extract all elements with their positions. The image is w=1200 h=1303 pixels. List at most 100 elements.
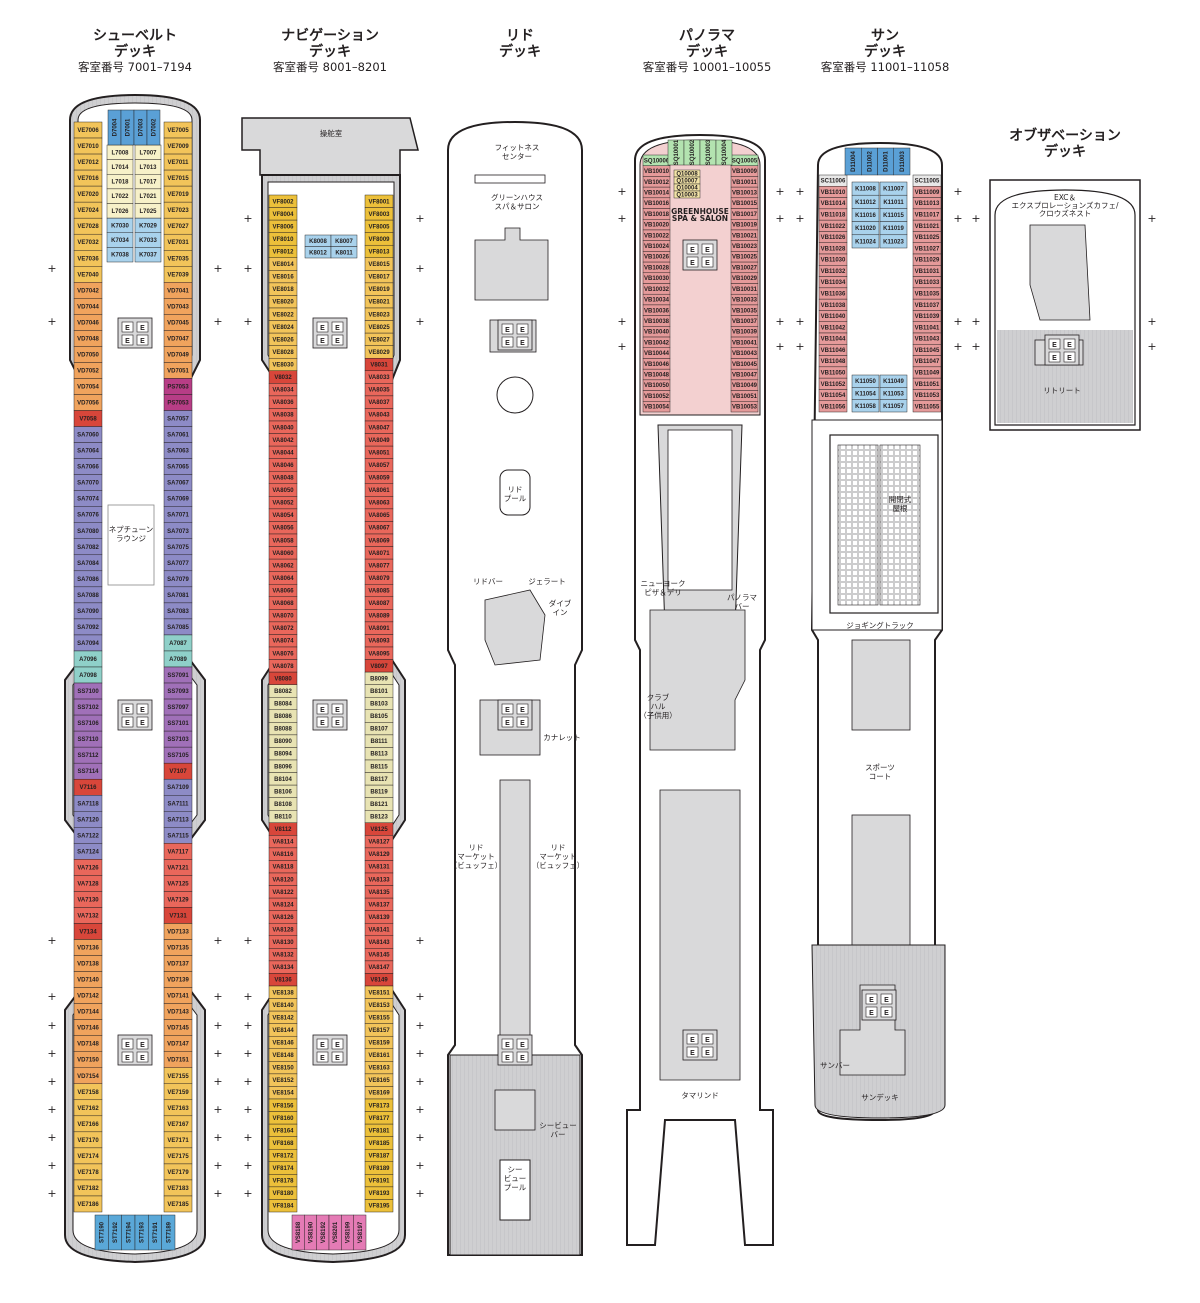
cabin-sa7111[interactable]: SA7111 [163,795,193,812]
cabin-va8126[interactable]: VA8126 [268,910,298,924]
cabin-st7191[interactable]: ST7191 [148,1214,162,1251]
cabin-ve8016[interactable]: VE8016 [268,270,298,284]
cabin-ve7031[interactable]: VE7031 [163,233,193,251]
cabin-sq10002[interactable]: SQ10002 [683,139,701,166]
cabin-ve7035[interactable]: VE7035 [163,250,193,267]
cabin-sa7124[interactable]: SA7124 [73,843,103,860]
cabin-va8062[interactable]: VA8062 [268,558,298,572]
cabin-st7193[interactable]: ST7193 [134,1214,149,1251]
cabin-ve7023[interactable]: VE7023 [163,201,193,219]
cabin-vb10037[interactable]: VB10037 [730,315,759,327]
cabin-b8082[interactable]: B8082 [268,684,298,698]
cabin-va8130[interactable]: VA8130 [268,935,298,949]
cabin-a7096[interactable]: A7096 [73,650,103,668]
cabin-vd7150[interactable]: VD7150 [73,1051,103,1068]
cabin-ve7009[interactable]: VE7009 [163,137,193,155]
cabin-l7014[interactable]: L7014 [106,159,134,175]
cabin-vf8001[interactable]: VF8001 [364,194,394,208]
cabin-v8112[interactable]: V8112 [268,822,298,836]
cabin-vb10040[interactable]: VB10040 [642,326,671,338]
cabin-ve8159[interactable]: VE8159 [364,1035,394,1050]
cabin-ve8138[interactable]: VE8138 [268,985,298,999]
cabin-v7134[interactable]: V7134 [73,923,103,940]
cabin-vd7151[interactable]: VD7151 [163,1051,193,1068]
cabin-sa7067[interactable]: SA7067 [163,474,193,491]
cabin-sa7086[interactable]: SA7086 [73,570,103,588]
cabin-b8088[interactable]: B8088 [268,722,298,736]
cabin-vf8174[interactable]: VF8174 [268,1161,298,1175]
cabin-vd7054[interactable]: VD7054 [73,378,103,395]
cabin-k11016[interactable]: K11016 [851,208,880,222]
cabin-vd7138[interactable]: VD7138 [73,955,103,972]
cabin-d7002[interactable]: D7002 [146,109,161,146]
cabin-va8074[interactable]: VA8074 [268,634,298,648]
cabin-vb11025[interactable]: VB11025 [912,231,942,243]
cabin-va8056[interactable]: VA8056 [268,521,298,535]
cabin-ve7005[interactable]: VE7005 [163,121,193,139]
cabin-b8110[interactable]: B8110 [268,809,298,824]
cabin-vd7052[interactable]: VD7052 [73,362,103,379]
cabin-va8043[interactable]: VA8043 [364,408,394,422]
cabin-vb10013[interactable]: VB10013 [730,186,759,199]
cabin-ve7006[interactable]: VE7006 [73,121,103,139]
cabin-sq10001[interactable]: SQ10001 [667,139,685,166]
cabin-ve8019[interactable]: VE8019 [364,282,394,296]
cabin-vf8181[interactable]: VF8181 [364,1123,394,1137]
cabin-d7001[interactable]: D7001 [120,109,135,146]
cabin-b8096[interactable]: B8096 [268,759,298,773]
cabin-vb10028[interactable]: VB10028 [642,261,671,274]
cabin-va8050[interactable]: VA8050 [268,483,298,497]
cabin-vd7142[interactable]: VD7142 [73,987,103,1004]
cabin-vd7147[interactable]: VD7147 [163,1035,193,1052]
cabin-va8143[interactable]: VA8143 [364,935,394,949]
cabin-ve7020[interactable]: VE7020 [73,185,103,203]
cabin-ss7097[interactable]: SS7097 [163,698,193,716]
cabin-va7128[interactable]: VA7128 [73,875,103,892]
cabin-vf8164[interactable]: VF8164 [268,1123,298,1137]
cabin-k7030[interactable]: K7030 [106,217,134,233]
cabin-va7132[interactable]: VA7132 [73,907,103,924]
cabin-ve7158[interactable]: VE7158 [73,1083,103,1101]
cabin-vb11037[interactable]: VB11037 [912,298,942,311]
cabin-k11008[interactable]: K11008 [851,181,880,196]
cabin-ve7185[interactable]: VE7185 [163,1195,193,1213]
cabin-ve7159[interactable]: VE7159 [163,1083,193,1101]
cabin-vs8199[interactable]: VS8199 [341,1214,354,1251]
cabin-vb11021[interactable]: VB11021 [912,219,942,232]
cabin-ss7110[interactable]: SS7110 [73,730,103,748]
cabin-ve8015[interactable]: VE8015 [364,257,394,271]
cabin-ve8151[interactable]: VE8151 [364,985,394,999]
cabin-vb10018[interactable]: VB10018 [642,208,671,220]
cabin-va8147[interactable]: VA8147 [364,960,394,974]
cabin-k7034[interactable]: K7034 [106,232,134,248]
cabin-ve8020[interactable]: VE8020 [268,295,298,309]
cabin-sa7079[interactable]: SA7079 [163,570,193,588]
cabin-vd7136[interactable]: VD7136 [73,939,103,956]
cabin-k8008[interactable]: K8008 [304,234,332,247]
cabin-sa7065[interactable]: SA7065 [163,458,193,475]
cabin-vf8168[interactable]: VF8168 [268,1136,298,1150]
cabin-ve8025[interactable]: VE8025 [364,320,394,334]
cabin-vf8004[interactable]: VF8004 [268,207,298,221]
cabin-sa7064[interactable]: SA7064 [73,442,103,459]
cabin-sa7082[interactable]: SA7082 [73,538,103,556]
cabin-vb10031[interactable]: VB10031 [730,283,759,295]
cabin-va8048[interactable]: VA8048 [268,470,298,485]
cabin-vd7043[interactable]: VD7043 [163,298,193,315]
cabin-ve7010[interactable]: VE7010 [73,137,103,155]
cabin-sa7085[interactable]: SA7085 [163,618,193,636]
cabin-vb10043[interactable]: VB10043 [730,347,759,359]
cabin-vb10020[interactable]: VB10020 [642,219,671,231]
cabin-d11004[interactable]: D11004 [844,147,862,176]
cabin-vb11045[interactable]: VB11045 [912,344,942,356]
cabin-ss7112[interactable]: SS7112 [73,746,103,764]
cabin-vb11010[interactable]: VB11010 [818,186,848,198]
cabin-vb11014[interactable]: VB11014 [818,197,848,210]
cabin-ve7155[interactable]: VE7155 [163,1067,193,1084]
cabin-st7194[interactable]: ST7194 [121,1214,136,1251]
cabin-vb11009[interactable]: VB11009 [912,186,942,198]
cabin-l7017[interactable]: L7017 [134,174,162,190]
cabin-vd7148[interactable]: VD7148 [73,1035,103,1052]
cabin-k11012[interactable]: K11012 [851,194,880,209]
cabin-vs8201[interactable]: VS8201 [328,1214,342,1251]
